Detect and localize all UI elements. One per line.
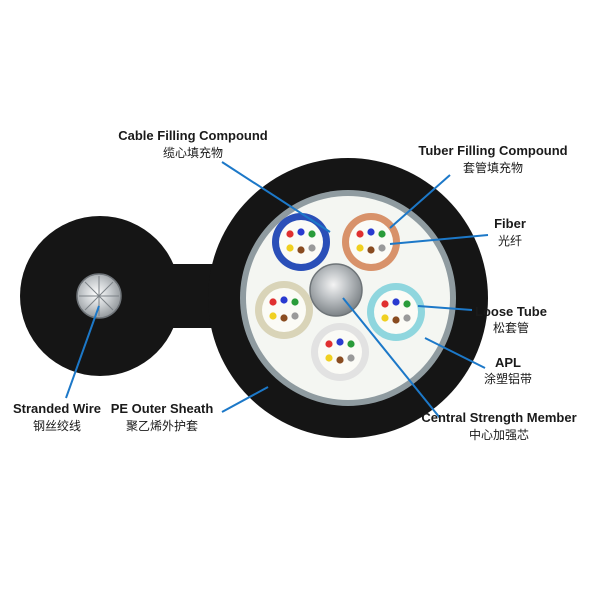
loose-tube	[272, 213, 330, 271]
tube-filling-compound	[262, 288, 306, 332]
label-tuber-filling-en: Tuber Filling Compound	[418, 143, 567, 158]
fiber	[269, 312, 277, 320]
label-cable-filling-zh: 缆心填充物	[163, 145, 223, 160]
fiber	[367, 246, 375, 254]
fiber	[291, 298, 299, 306]
loose-tube	[367, 283, 425, 341]
fiber	[280, 314, 288, 322]
fiber	[356, 230, 364, 238]
fiber	[367, 228, 375, 236]
tube-filling-compound	[349, 220, 393, 264]
stranded-wire	[76, 273, 122, 319]
label-stranded-wire-en: Stranded Wire	[13, 401, 101, 416]
loose-tube	[311, 323, 369, 381]
fiber	[347, 354, 355, 362]
label-fiber-en: Fiber	[494, 216, 526, 231]
fiber	[356, 244, 364, 252]
label-apl-zh: 涂塑铝带	[484, 371, 532, 386]
fiber	[308, 244, 316, 252]
label-central-member-zh: 中心加强芯	[469, 427, 529, 442]
fiber	[286, 230, 294, 238]
leader-stranded-wire	[65, 305, 100, 399]
label-stranded-wire-zh: 钢丝绞线	[33, 418, 81, 433]
fiber	[381, 300, 389, 308]
fiber	[286, 244, 294, 252]
label-tuber-filling-zh: 套管填充物	[463, 160, 523, 175]
leader-pe-sheath	[221, 386, 269, 413]
central-strength-member	[309, 263, 363, 317]
fiber	[336, 356, 344, 364]
fiber	[280, 296, 288, 304]
fiber	[392, 316, 400, 324]
fiber	[269, 298, 277, 306]
leader-fiber	[389, 234, 489, 245]
label-loose-tube-zh: 松套管	[493, 320, 529, 335]
label-central-member-en: Central Strength Member	[421, 410, 576, 425]
label-pe-sheath-zh: 聚乙烯外护套	[126, 419, 198, 433]
fiber	[381, 314, 389, 322]
label-fiber-zh: 光纤	[498, 234, 522, 248]
leader-tuber-filling	[389, 174, 451, 229]
loose-tube	[342, 213, 400, 271]
fiber	[347, 340, 355, 348]
fiber	[297, 228, 305, 236]
label-loose-tube-en: Loose Tube	[475, 304, 547, 319]
fiber	[392, 298, 400, 306]
fiber	[378, 244, 386, 252]
fiber	[336, 338, 344, 346]
label-pe-sheath-en: PE Outer Sheath	[111, 401, 214, 416]
loose-tube	[255, 281, 313, 339]
fiber	[325, 354, 333, 362]
leader-lines	[65, 161, 489, 419]
tube-filling-compound	[318, 330, 362, 374]
tube-filling-compound	[279, 220, 323, 264]
fiber	[403, 314, 411, 322]
fiber	[291, 312, 299, 320]
label-apl-en: APL	[495, 355, 521, 370]
leader-loose-tube	[417, 305, 473, 311]
loose-tubes	[255, 213, 425, 381]
fiber	[325, 340, 333, 348]
fiber	[403, 300, 411, 308]
leader-apl	[424, 337, 486, 369]
leader-cable-filling	[221, 161, 331, 233]
fiber	[308, 230, 316, 238]
label-cable-filling-en: Cable Filling Compound	[118, 128, 268, 143]
fiber	[297, 246, 305, 254]
leader-central-member	[342, 297, 441, 419]
tube-filling-compound	[374, 290, 418, 334]
fiber	[378, 230, 386, 238]
